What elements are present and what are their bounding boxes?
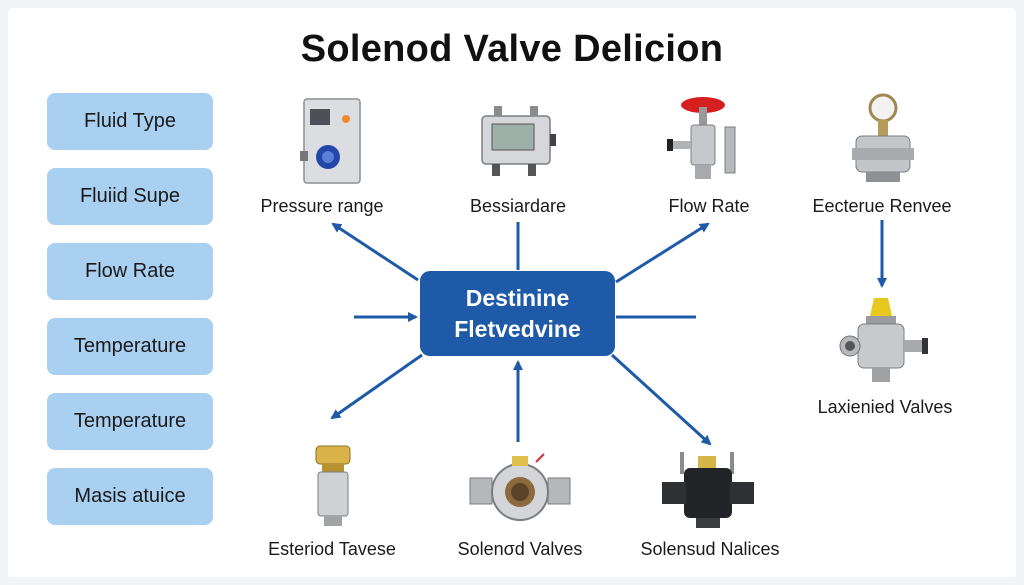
inline-pipe-valve-icon: [468, 452, 572, 530]
digital-meter-icon: [478, 100, 558, 185]
gauge-valve-icon: [848, 92, 918, 190]
label-bessiardare: Bessiardare: [418, 196, 618, 217]
label-solensud-nalices: Solensud Nalices: [610, 539, 810, 560]
label-eecterue-renvee: Eecterue Renvee: [782, 196, 982, 217]
brass-cylinder-valve-icon: [308, 444, 358, 530]
black-solenoid-valve-icon: [660, 450, 756, 532]
label-laxienied-valves: Laxienied Valves: [785, 397, 985, 418]
yellow-cap-valve-icon: [838, 294, 930, 386]
label-pressure-range: Pressure range: [222, 196, 422, 217]
center-line-2: Fletvedvine: [454, 314, 581, 345]
arrow-to-flow-rate: [616, 224, 708, 282]
pressure-controller-icon: [298, 95, 368, 190]
label-esteriod-tavese: Esteriod Tavese: [232, 539, 432, 560]
label-solenod-valves: Solenσd Valves: [420, 539, 620, 560]
arrow-to-solensud: [612, 355, 710, 444]
red-handle-valve-icon: [665, 95, 745, 190]
label-flow-rate: Flow Rate: [609, 196, 809, 217]
arrow-to-esteriod: [332, 355, 422, 418]
arrow-to-pressure: [333, 224, 418, 280]
center-decision-box: Destinine Fletvedvine: [420, 271, 615, 356]
center-line-1: Destinine: [466, 283, 570, 314]
